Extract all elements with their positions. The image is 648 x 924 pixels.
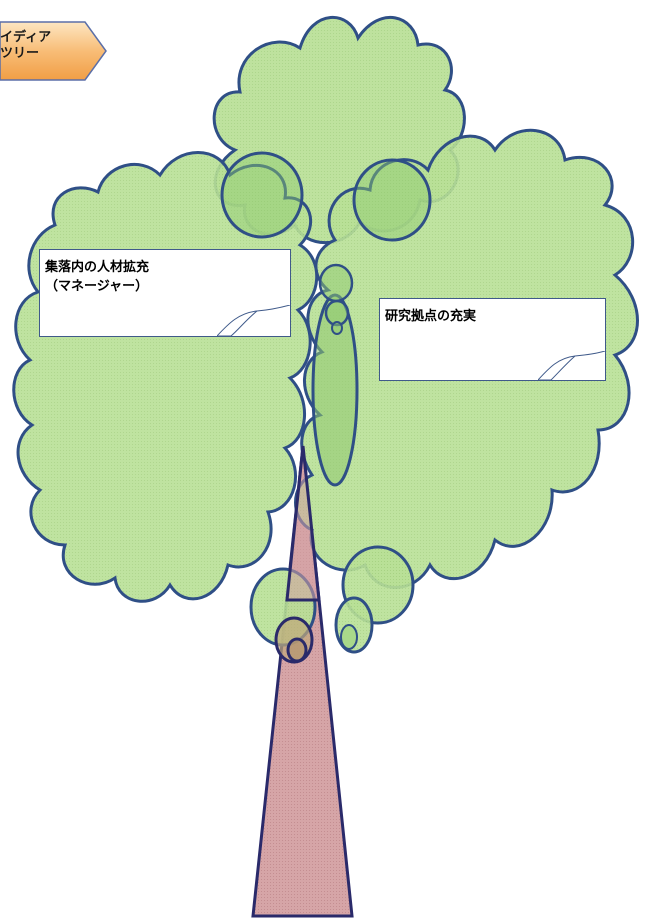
banner-title-line1: イディア: [0, 30, 52, 45]
bubble: [286, 637, 308, 663]
banner-title: イディア ツリー: [0, 30, 90, 62]
note-left: 集落内の人材拡充 （マネージャー）: [39, 249, 291, 337]
bubble: [340, 624, 358, 650]
branch-ellipse: [331, 321, 343, 335]
note-left-line2: （マネージャー）: [45, 279, 149, 294]
page-curl-icon: [217, 305, 291, 337]
branch-ellipse: [220, 151, 304, 239]
trunk-overlay: [285, 445, 321, 602]
note-left-line1: 集落内の人材拡充: [45, 260, 150, 275]
title-banner: [0, 21, 107, 81]
branch-ellipse: [318, 263, 354, 303]
note-left-text: 集落内の人材拡充 （マネージャー）: [45, 258, 149, 296]
branch-ellipse: [352, 158, 432, 242]
note-right: 研究拠点の充実: [379, 298, 606, 381]
banner-title-line2: ツリー: [0, 46, 40, 61]
page-curl-icon: [538, 351, 606, 381]
tree-trunk: [251, 445, 354, 918]
note-right-line1: 研究拠点の充実: [385, 309, 477, 324]
note-right-text: 研究拠点の充実: [385, 307, 476, 326]
